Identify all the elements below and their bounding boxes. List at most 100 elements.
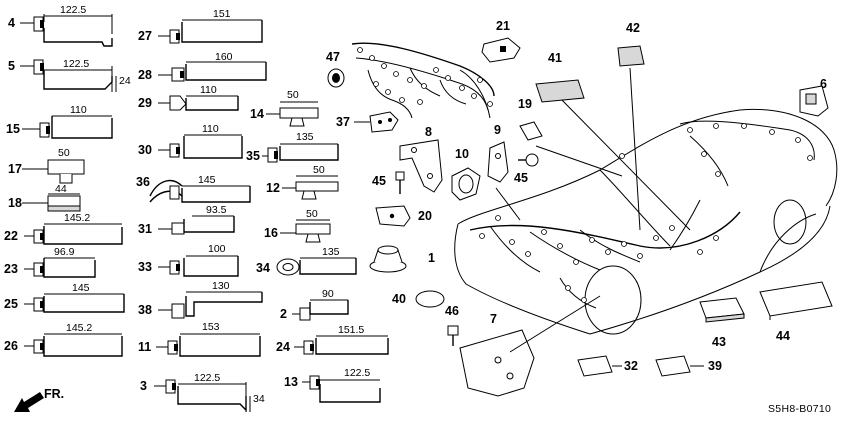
- part-39: 39: [655, 355, 722, 377]
- dim-11: 153: [202, 321, 220, 333]
- ref-label-6: 6: [820, 77, 827, 91]
- clip-29: 29 110: [138, 84, 239, 111]
- dim-22: 145.2: [64, 212, 90, 224]
- dim-33: 100: [208, 243, 226, 255]
- ref-label-9: 9: [494, 123, 501, 137]
- part-21: 21: [481, 19, 521, 63]
- dim-5: 122.5: [63, 58, 89, 70]
- leader-lines: [495, 67, 691, 353]
- ref-label-28: 28: [138, 68, 152, 82]
- ref-label-4: 4: [8, 16, 15, 30]
- dim-26: 145.2: [66, 322, 92, 334]
- dim-15: 110: [70, 104, 87, 116]
- part-37: 37: [336, 111, 399, 133]
- dim-36: 145: [198, 174, 216, 186]
- ref-label-14: 14: [250, 107, 264, 121]
- dim-16: 50: [306, 208, 318, 220]
- clip-3: 3 122.5 34: [140, 372, 265, 412]
- part-9: 9: [487, 123, 509, 183]
- ref-label-47: 47: [326, 50, 340, 64]
- dim-14: 50: [287, 89, 299, 101]
- part-46: 46: [445, 304, 459, 346]
- dim-28: 160: [215, 51, 233, 63]
- dim-12: 50: [313, 164, 325, 176]
- ref-label-18: 18: [8, 196, 22, 210]
- ref-label-2: 2: [280, 307, 287, 321]
- ref-label-46: 46: [445, 304, 459, 318]
- dim-34: 135: [322, 246, 340, 258]
- clip-35: 35 135: [246, 131, 339, 163]
- clip-2: 2 90: [280, 288, 349, 321]
- dim-13: 122.5: [344, 367, 370, 379]
- ref-label-21: 21: [496, 19, 510, 33]
- dim2-3: 34: [253, 393, 265, 405]
- ref-label-27: 27: [138, 29, 152, 43]
- ref-label-10: 10: [455, 147, 469, 161]
- part-45-right: 45: [514, 153, 539, 185]
- ref-label-8: 8: [425, 125, 432, 139]
- part-40: 40: [392, 290, 445, 308]
- part-20: 20: [375, 205, 432, 227]
- ref-label-23: 23: [4, 262, 18, 276]
- dim-4: 122.5: [60, 4, 86, 16]
- part-47: 47: [326, 50, 345, 88]
- clip-28: 28 160: [138, 51, 267, 82]
- dim-18: 44: [55, 183, 67, 195]
- ref-label-22: 22: [4, 229, 18, 243]
- ref-label-32: 32: [624, 359, 638, 373]
- ref-label-15: 15: [6, 122, 20, 136]
- part-43: 43: [699, 297, 745, 349]
- ref-label-16: 16: [264, 226, 278, 240]
- clip-22: 22 145.2: [4, 212, 123, 245]
- dim-17: 50: [58, 147, 70, 159]
- ref-label-7: 7: [490, 312, 497, 326]
- clip-11: 11 153: [138, 321, 261, 357]
- part-41: 41: [535, 51, 585, 103]
- clip-38: 38 130: [138, 280, 263, 319]
- part-7: 7: [459, 312, 535, 397]
- part-10: 10: [451, 147, 481, 201]
- ref-label-20: 20: [418, 209, 432, 223]
- ref-label-34: 34: [256, 261, 270, 275]
- ref-label-26: 26: [4, 339, 18, 353]
- clip-4: 4 122.5: [8, 4, 113, 47]
- ref-label-39: 39: [708, 359, 722, 373]
- ref-label-11: 11: [138, 340, 151, 354]
- ref-label-13: 13: [284, 375, 298, 389]
- part-19: 19: [518, 97, 543, 141]
- dim-38: 130: [212, 280, 230, 292]
- ref-label-42: 42: [626, 21, 640, 35]
- ref-label-38: 38: [138, 303, 152, 317]
- ref-label-40: 40: [392, 292, 406, 306]
- dim-31: 93.5: [206, 204, 227, 216]
- clip-5: 5 122.5 24: [8, 58, 131, 92]
- dim-29: 110: [200, 84, 217, 96]
- ref-label-25: 25: [4, 297, 18, 311]
- ref-label-44: 44: [776, 329, 790, 343]
- part-1: 1: [369, 245, 435, 273]
- clip-24: 24 151.5: [276, 324, 389, 355]
- ref-label-30: 30: [138, 143, 152, 157]
- ref-label-41: 41: [548, 51, 562, 65]
- ref-label-12: 12: [266, 181, 280, 195]
- ref-label-5: 5: [8, 59, 15, 73]
- clip-23: 23 96.9: [4, 246, 96, 278]
- clip-34: 34 135: [256, 246, 357, 276]
- wire-harness-body: [469, 120, 815, 309]
- clip-25: 25 145: [4, 282, 125, 313]
- ref-label-35: 35: [246, 149, 260, 163]
- clip-33: 33 100: [138, 243, 239, 277]
- part-42: 42: [617, 21, 645, 67]
- clip-16: 16 50: [264, 208, 331, 243]
- ref-label-45b: 45: [514, 171, 528, 185]
- dim-30: 110: [202, 123, 219, 135]
- part-8: 8: [399, 125, 443, 193]
- part-44: 44: [759, 281, 833, 343]
- dim-35: 135: [296, 131, 314, 143]
- dim-23: 96.9: [54, 246, 75, 258]
- dim-27: 151: [213, 8, 231, 20]
- dim2-5: 24: [119, 75, 131, 87]
- part-6: 6: [799, 77, 829, 117]
- part-45-left: 45: [372, 171, 405, 194]
